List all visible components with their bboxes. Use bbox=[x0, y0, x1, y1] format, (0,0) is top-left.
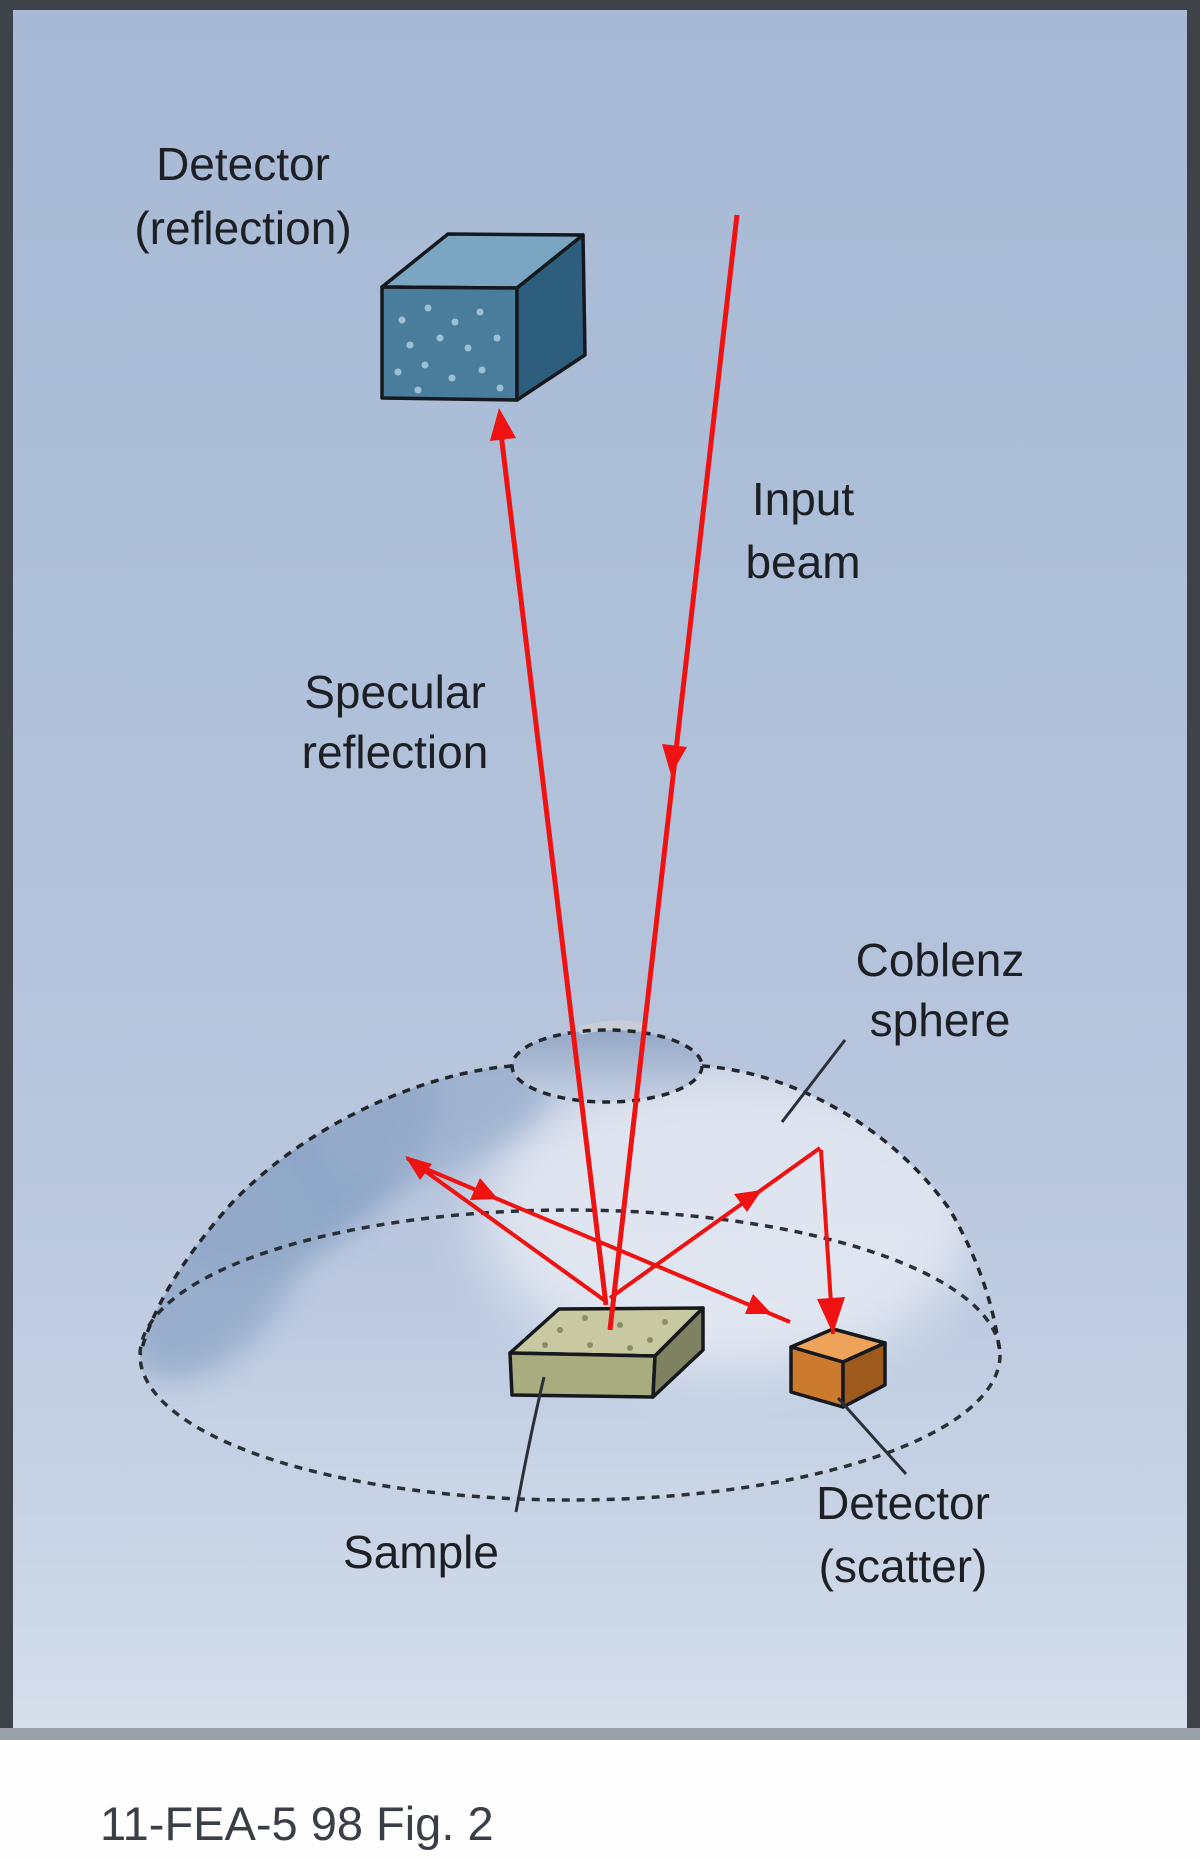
scatter-ray-right-out bbox=[608, 1146, 822, 1300]
label-sample: Sample bbox=[343, 1526, 499, 1578]
reflection-cube-front-face bbox=[380, 285, 519, 402]
figure-frame bbox=[0, 0, 1200, 1740]
scatter-cube-side-face bbox=[841, 1341, 887, 1409]
reflection-cube-side-face bbox=[515, 233, 587, 402]
input-beam-arrowhead bbox=[662, 744, 687, 775]
frame-right bbox=[1187, 0, 1200, 1740]
scatter-right-mid-arrowhead bbox=[734, 1190, 762, 1212]
frame-left bbox=[0, 0, 13, 1740]
coblenz-pointer-line bbox=[780, 1039, 847, 1123]
label-detector-reflection-line1: Detector bbox=[156, 138, 330, 190]
label-input-beam-line1: Input bbox=[752, 473, 855, 525]
dome-outline-left bbox=[138, 1064, 513, 1356]
scatter-ray-left-out bbox=[405, 1156, 606, 1302]
scatter-detector-cube bbox=[789, 1327, 887, 1409]
reflection-cube-speckles bbox=[394, 304, 504, 394]
dome-outline-right bbox=[701, 1064, 1002, 1356]
label-specular-line2: reflection bbox=[302, 726, 489, 778]
input-beam-ray bbox=[607, 214, 740, 1331]
reflection-detector-cube bbox=[380, 232, 587, 402]
sample-speckles bbox=[542, 1315, 668, 1351]
frame-top bbox=[0, 0, 1200, 10]
label-coblenz-line2: sphere bbox=[870, 994, 1011, 1046]
sample-pointer-line bbox=[514, 1376, 546, 1513]
dome-top-opening bbox=[512, 1030, 702, 1102]
specular-arrowhead bbox=[490, 408, 516, 441]
opening-lip-highlight bbox=[578, 1020, 649, 1035]
scatter-left-detector-arrowhead bbox=[745, 1294, 772, 1314]
label-input-beam-line2: beam bbox=[745, 536, 860, 588]
frame-bottom bbox=[0, 1728, 1200, 1740]
label-detector-scatter-line2: (scatter) bbox=[819, 1540, 988, 1592]
label-detector-reflection-line2: (reflection) bbox=[134, 202, 351, 254]
dome-base-rim bbox=[138, 1208, 1002, 1502]
label-coblenz-line1: Coblenz bbox=[856, 934, 1025, 986]
beam-rays bbox=[405, 214, 845, 1335]
caption-strip bbox=[0, 1740, 1200, 1859]
specular-reflection-ray bbox=[497, 424, 609, 1306]
label-specular-line1: Specular bbox=[304, 666, 486, 718]
scatter-right-detector-arrowhead bbox=[817, 1297, 845, 1334]
scatter-left-mid-arrowhead bbox=[470, 1178, 498, 1200]
sample-front-face bbox=[508, 1351, 657, 1399]
sample-side-face bbox=[651, 1306, 705, 1399]
sample-slab bbox=[508, 1306, 705, 1399]
scatter-left-end-arrowhead bbox=[405, 1156, 432, 1180]
label-detector-scatter-line1: Detector bbox=[816, 1477, 990, 1529]
scatter-pointer-line bbox=[836, 1396, 908, 1476]
figure-caption: 11-FEA-5 98 Fig. 2 bbox=[100, 1797, 494, 1850]
